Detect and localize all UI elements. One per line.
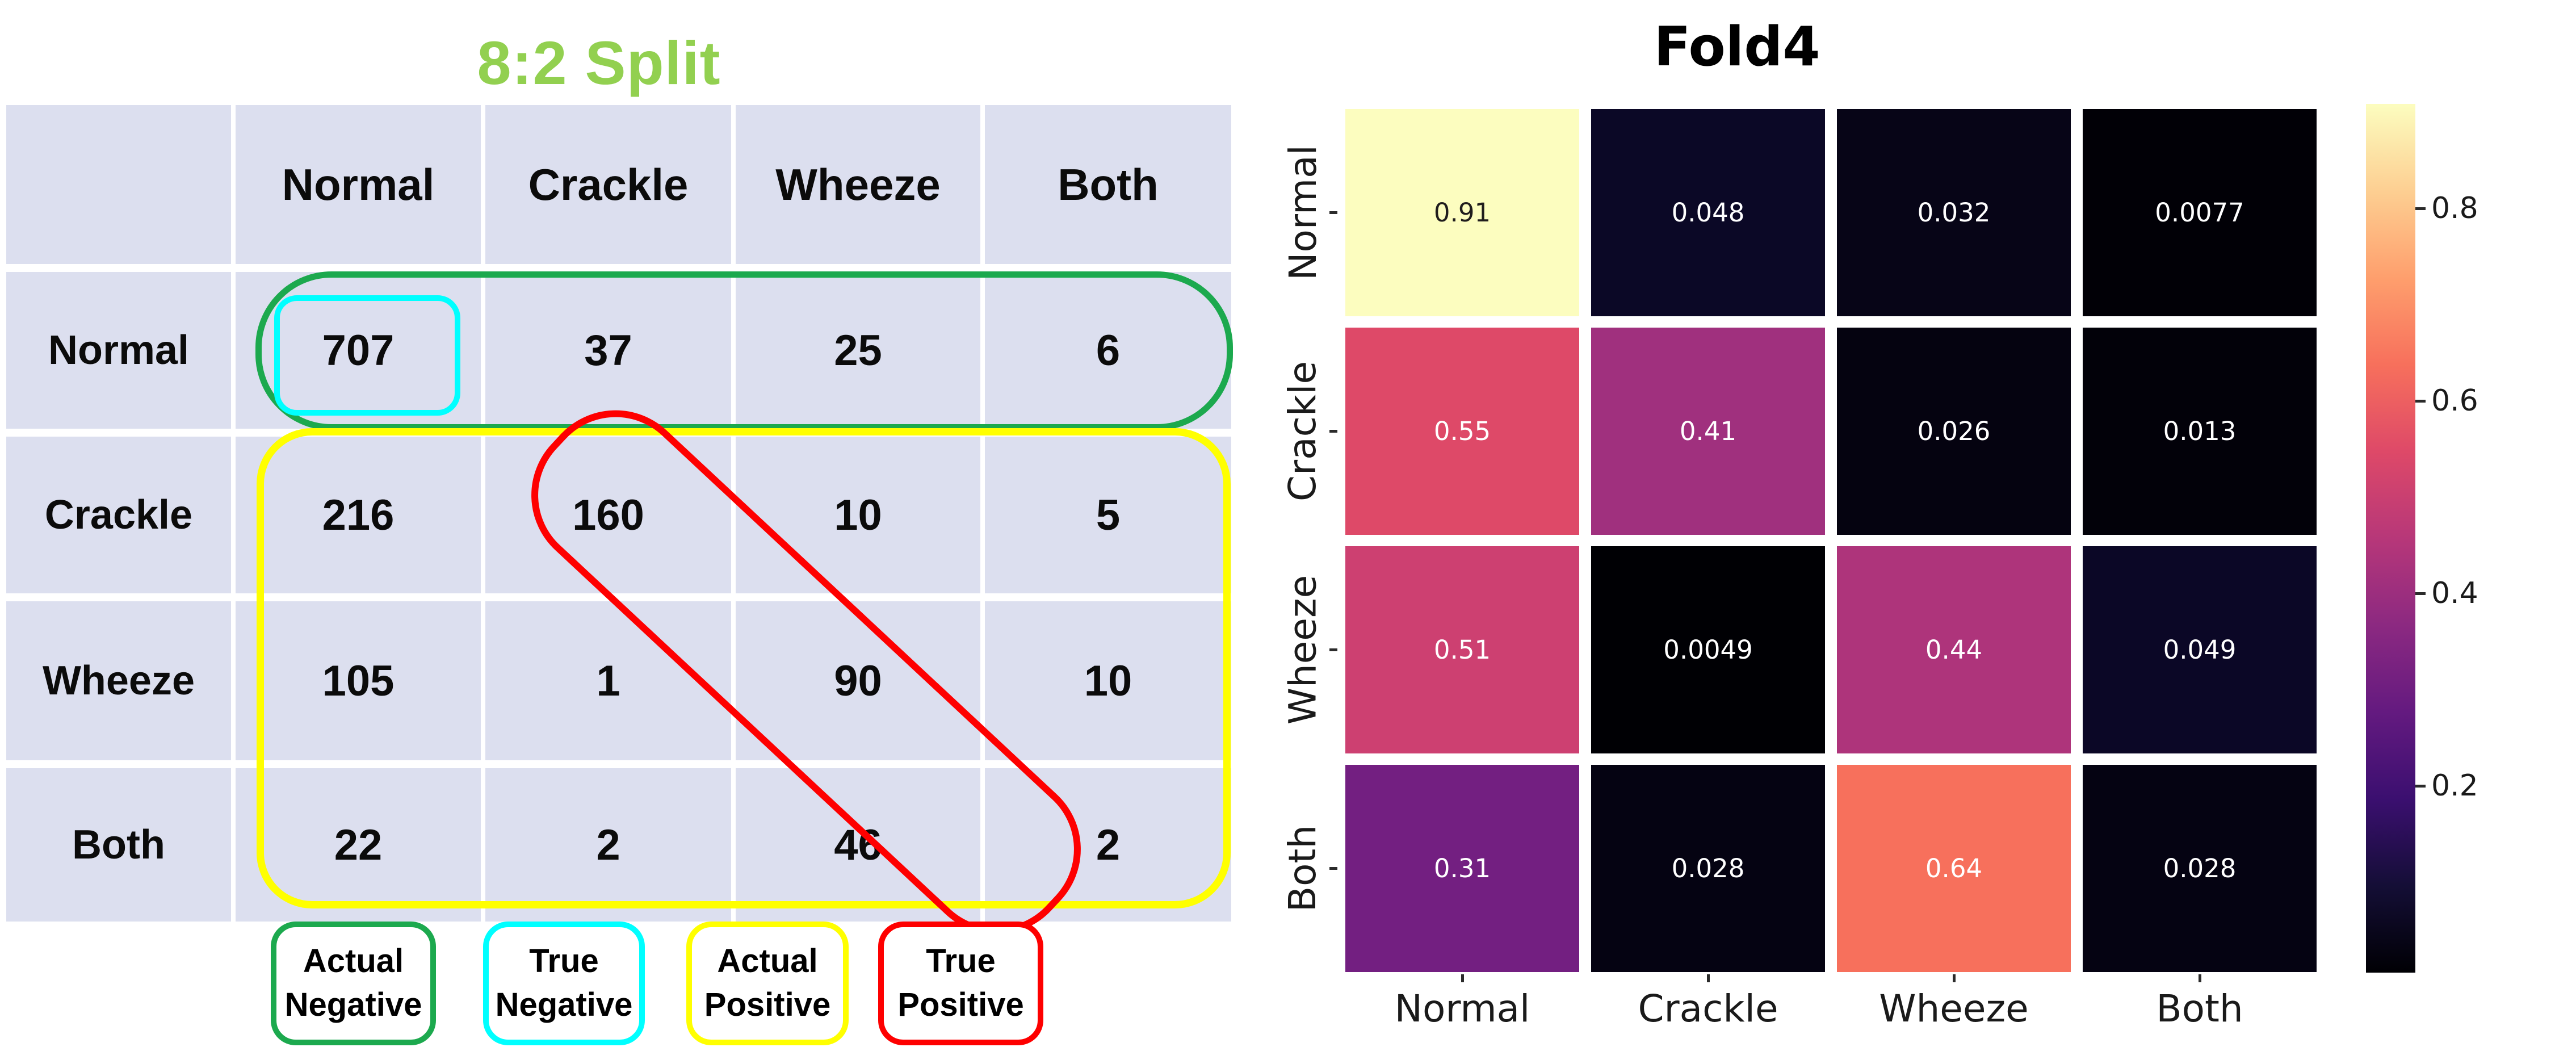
heatmap-cell: 0.049 <box>2083 546 2317 753</box>
column-header: Both <box>985 105 1231 264</box>
x-axis-label: Both <box>2156 987 2243 1031</box>
heatmap-cell: 0.55 <box>1345 328 1579 535</box>
matrix-cell: 707 <box>236 272 481 429</box>
heatmap-cell: 0.64 <box>1837 765 2071 972</box>
heatmap-cell: 0.31 <box>1345 765 1579 972</box>
colorbar-tick <box>2415 592 2426 595</box>
y-axis-label: Both <box>1281 824 1325 912</box>
legend-true-negative: True Negative <box>483 922 645 1045</box>
confusion-matrix-table: Normal Crackle Wheeze Both Normal 707 37… <box>6 105 1231 922</box>
y-tick <box>1329 211 1337 214</box>
heatmap-title: Fold4 <box>1654 16 1820 78</box>
column-header: Wheeze <box>736 105 980 264</box>
left-chart-title: 8:2 Split <box>477 28 721 97</box>
heatmap-cell: 0.41 <box>1591 328 1825 535</box>
y-axis-label: Normal <box>1281 144 1325 280</box>
heatmap-cell: 0.51 <box>1345 546 1579 753</box>
row-header: Normal <box>6 272 231 429</box>
y-tick <box>1329 430 1337 433</box>
colorbar-tick-label: 0.4 <box>2431 576 2478 610</box>
matrix-cell: 90 <box>736 601 980 760</box>
heatmap-cell: 0.028 <box>2083 765 2317 972</box>
x-tick <box>1953 974 1956 982</box>
matrix-cell: 160 <box>485 437 731 593</box>
matrix-cell: 105 <box>236 601 481 760</box>
matrix-cell: 6 <box>985 272 1231 429</box>
corner-cell <box>6 105 231 264</box>
matrix-cell: 2 <box>485 768 731 922</box>
x-axis-label: Crackle <box>1638 987 1778 1031</box>
colorbar-tick-label: 0.2 <box>2431 769 2478 803</box>
colorbar-tick-label: 0.8 <box>2431 191 2478 225</box>
row-header: Both <box>6 768 231 922</box>
heatmap-cell: 0.048 <box>1591 109 1825 316</box>
colorbar <box>2366 104 2415 973</box>
x-axis-label: Wheeze <box>1879 987 2029 1031</box>
heatmap-cell: 0.0049 <box>1591 546 1825 753</box>
y-tick <box>1329 648 1337 651</box>
y-axis-label: Crackle <box>1281 361 1325 501</box>
heatmap-cell: 0.028 <box>1591 765 1825 972</box>
matrix-cell: 216 <box>236 437 481 593</box>
heatmap: 0.91 0.048 0.032 0.0077 0.55 0.41 0.026 … <box>1345 109 2317 972</box>
matrix-cell: 22 <box>236 768 481 922</box>
row-header: Wheeze <box>6 601 231 760</box>
heatmap-cell: 0.91 <box>1345 109 1579 316</box>
matrix-cell: 10 <box>985 601 1231 760</box>
column-header: Normal <box>236 105 481 264</box>
colorbar-tick <box>2415 207 2426 210</box>
heatmap-cell: 0.032 <box>1837 109 2071 316</box>
x-tick <box>1461 974 1464 982</box>
legend-actual-negative: Actual Negative <box>271 922 436 1045</box>
matrix-cell: 37 <box>485 272 731 429</box>
column-header: Crackle <box>485 105 731 264</box>
matrix-cell: 10 <box>736 437 980 593</box>
x-tick <box>2199 974 2201 982</box>
matrix-cell: 5 <box>985 437 1231 593</box>
matrix-cell: 2 <box>985 768 1231 922</box>
row-header: Crackle <box>6 437 231 593</box>
matrix-cell: 46 <box>736 768 980 922</box>
colorbar-tick <box>2415 400 2426 403</box>
heatmap-cell: 0.0077 <box>2083 109 2317 316</box>
heatmap-cell: 0.44 <box>1837 546 2071 753</box>
heatmap-cell: 0.013 <box>2083 328 2317 535</box>
matrix-cell: 25 <box>736 272 980 429</box>
y-axis-label: Wheeze <box>1281 575 1325 724</box>
legend-true-positive: True Positive <box>878 922 1043 1045</box>
y-tick <box>1329 867 1337 870</box>
x-tick <box>1707 974 1710 982</box>
x-axis-label: Normal <box>1394 987 1530 1031</box>
colorbar-tick <box>2415 785 2426 788</box>
colorbar-tick-label: 0.6 <box>2431 384 2478 418</box>
legend-actual-positive: Actual Positive <box>686 922 849 1045</box>
matrix-cell: 1 <box>485 601 731 760</box>
heatmap-cell: 0.026 <box>1837 328 2071 535</box>
